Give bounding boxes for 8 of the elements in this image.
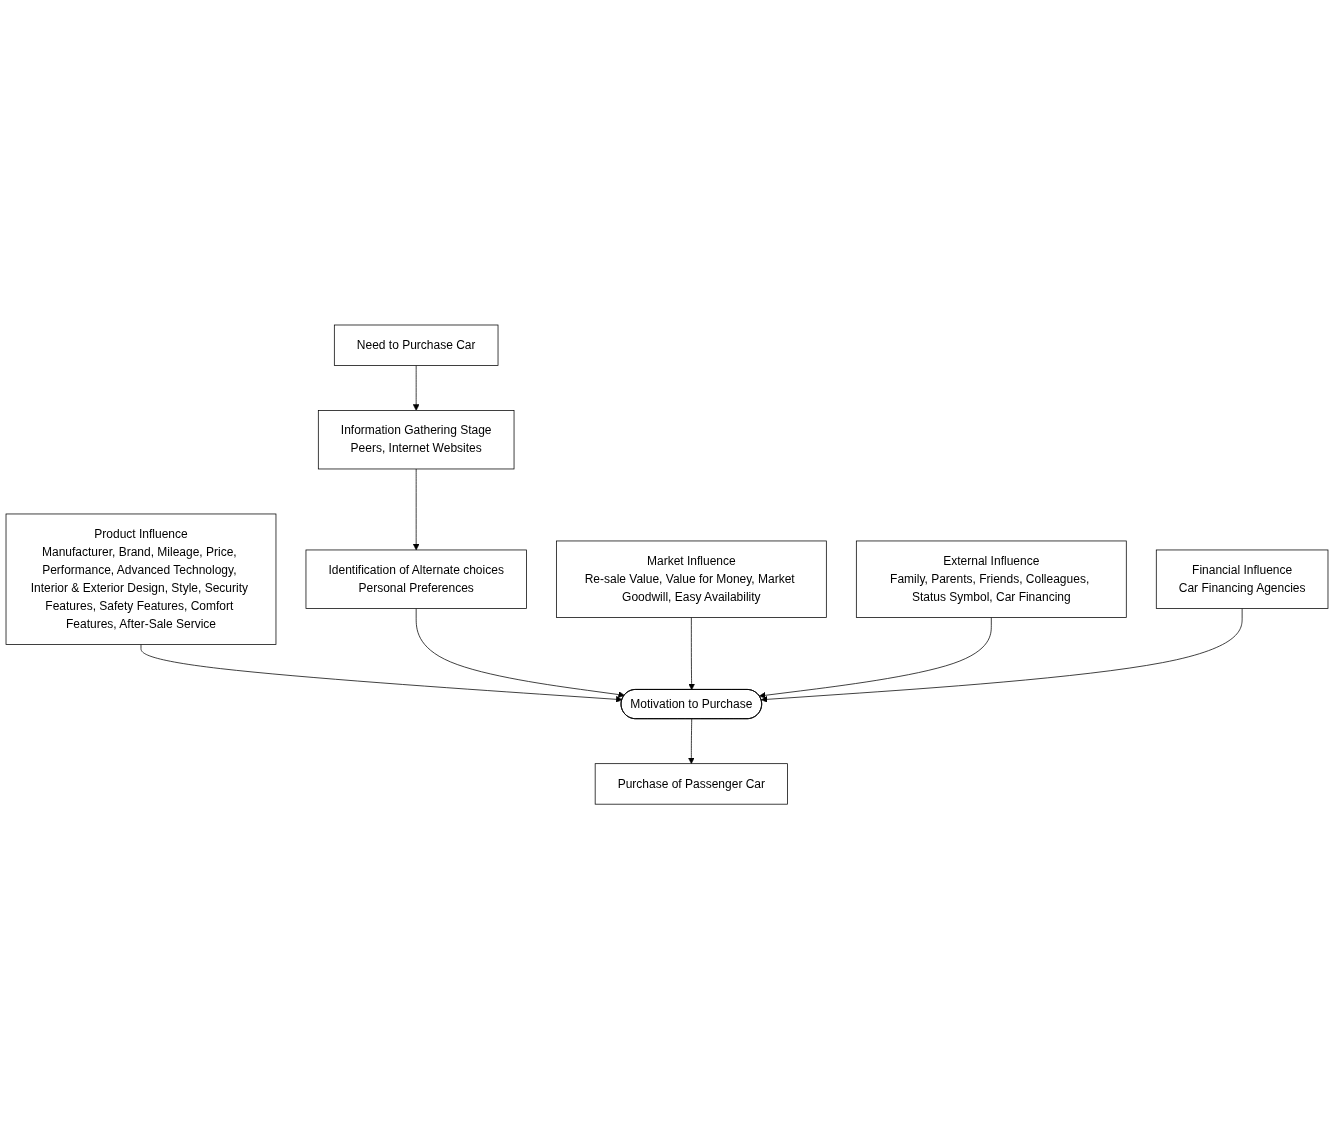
node-box: Information Gathering Stage Peers, Internet Websites <box>317 410 515 470</box>
node-box: Financial Influence Car Financing Agencies <box>1155 549 1329 609</box>
node-box: Identification of Alternate choices Personal Preferences <box>305 549 527 609</box>
node-box: Product Influence Manufacturer, Brand, Mileage, Price, Performance, Advanced Technology, Interior & Exterior Design, Style, Security Features, Safety Features, Comfort Features, After-Sale Service <box>5 513 277 645</box>
node-box: Need to Purchase Car <box>333 324 499 366</box>
node-box: Market Influence Re-sale Value, Value for Money, Market Goodwill, Easy Availability <box>556 540 827 618</box>
node-box: External Influence Family, Parents, Friends, Colleagues, Status Symbol, Car Financing <box>855 540 1127 618</box>
node-box: Purchase of Passenger Car <box>594 763 788 805</box>
